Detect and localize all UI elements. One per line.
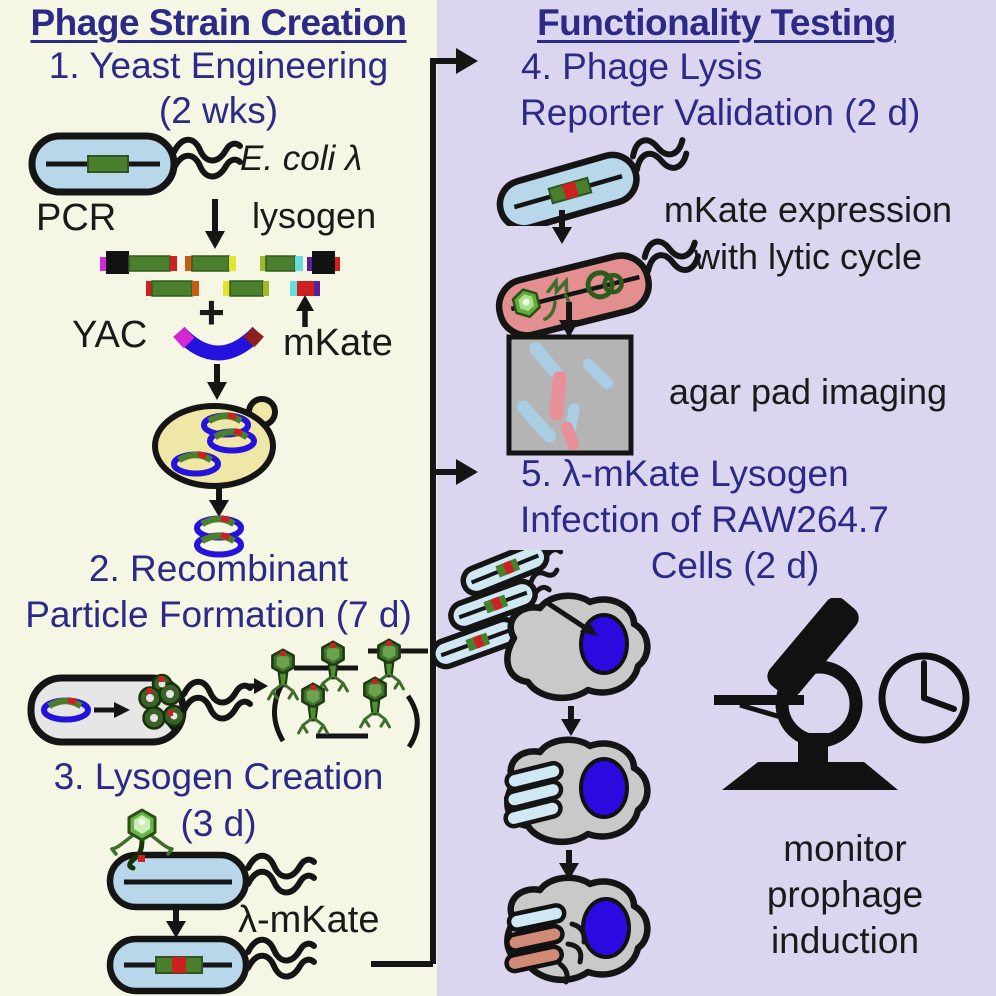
down-arrow-icon [559, 850, 579, 880]
microscope-icon [714, 598, 898, 790]
assembled-plasmid-icon [192, 514, 246, 560]
flagella-icon [629, 137, 690, 173]
down-arrow-icon [166, 906, 186, 938]
phage-infection-icon [106, 808, 317, 911]
down-arrow-icon [559, 302, 579, 338]
ecoli-lysogen-bacterium-icon [28, 132, 243, 196]
flagella-icon [245, 936, 317, 980]
mkate-expression-note-line2: with lytic cycle [693, 236, 923, 277]
pcr-fragments-icon [100, 251, 340, 297]
agar-pad-imaging-label: agar pad imaging [668, 371, 948, 412]
nucleus-icon [581, 897, 631, 959]
monitor-note-line1: monitor [783, 828, 907, 869]
macrophage-induction-icon [488, 868, 663, 985]
ecoli-lysogen-label-line2: lysogen [252, 195, 377, 236]
right-panel-title: Functionality Testing [537, 2, 896, 43]
intracellular-bacteria-icon [503, 760, 564, 829]
step5-heading-line3: Cells (2 d) [650, 545, 820, 586]
flagella-icon [641, 238, 702, 274]
nucleus-icon [579, 757, 629, 819]
connector-arrow-step4-head-icon [456, 48, 478, 74]
step3-heading-line1: 3. Lysogen Creation [53, 756, 384, 797]
reporter-lysogen-bacterium-icon [496, 137, 690, 226]
plus-sign: + [198, 286, 225, 338]
induced-bacteria-icon [504, 903, 587, 985]
macrophage-phagosome-icon [503, 730, 658, 852]
left-panel-title: Phage Strain Creation [30, 2, 407, 43]
lambda-mkate-label: λ-mKate [238, 899, 380, 941]
down-arrow-icon [561, 706, 581, 736]
yeast-cell-icon [152, 396, 278, 489]
clock-icon [878, 652, 970, 744]
flagella-icon [245, 852, 317, 896]
infecting-lysogens-icon [433, 550, 571, 670]
ecoli-lysogen-label-line1: E. coli λ [240, 139, 363, 178]
down-arrow-icon [205, 199, 225, 249]
lysing-bacterium-icon [495, 238, 702, 336]
right-arrow-icon [242, 678, 268, 694]
step3-heading-line2: (3 d) [180, 803, 257, 844]
down-arrow-icon [207, 364, 227, 400]
flagella-icon [171, 136, 243, 180]
glowing-phage-icon [110, 808, 174, 871]
down-arrow-icon [552, 210, 572, 244]
step4-heading-line2: Reporter Validation (2 d) [520, 92, 921, 133]
lysogen-bacterium-icon [106, 935, 317, 995]
step2-heading-line2: Particle Formation (7 d) [25, 594, 412, 635]
mkate-fragment-up-arrow-icon [296, 295, 314, 327]
step5-heading-line2: Infection of RAW264.7 [520, 499, 889, 540]
pcr-label: PCR [36, 197, 117, 239]
monitor-note-line3: induction [770, 920, 920, 961]
monitor-note-line2: prophage [766, 874, 924, 915]
phage-particles-icon [267, 638, 428, 749]
connector-bottom-line [371, 961, 433, 967]
step1-heading-line2: (2 wks) [158, 90, 279, 131]
connector-arrow-step5-line [430, 469, 458, 475]
yac-vector-icon [173, 326, 264, 361]
infection-arrow-icon [544, 599, 598, 636]
mkate-label: mKate [283, 322, 393, 364]
down-arrow-icon [209, 485, 229, 517]
agar-pad-image-icon [506, 334, 634, 456]
step5-heading-line1: 5. λ-mKate Lysogen [521, 453, 849, 494]
connector-vertical-line [430, 58, 436, 964]
connector-arrow-step5-head-icon [456, 459, 478, 485]
phage-head-cluster-icon [138, 673, 186, 730]
step1-heading-line1: 1. Yeast Engineering [48, 45, 389, 86]
packaging-bacterium-icon [27, 673, 253, 746]
yac-label: YAC [72, 314, 148, 356]
connector-arrow-step4-line [430, 58, 458, 64]
step4-heading-line1: 4. Phage Lysis [521, 46, 763, 87]
mkate-expression-note-line1: mKate expression [663, 189, 953, 230]
